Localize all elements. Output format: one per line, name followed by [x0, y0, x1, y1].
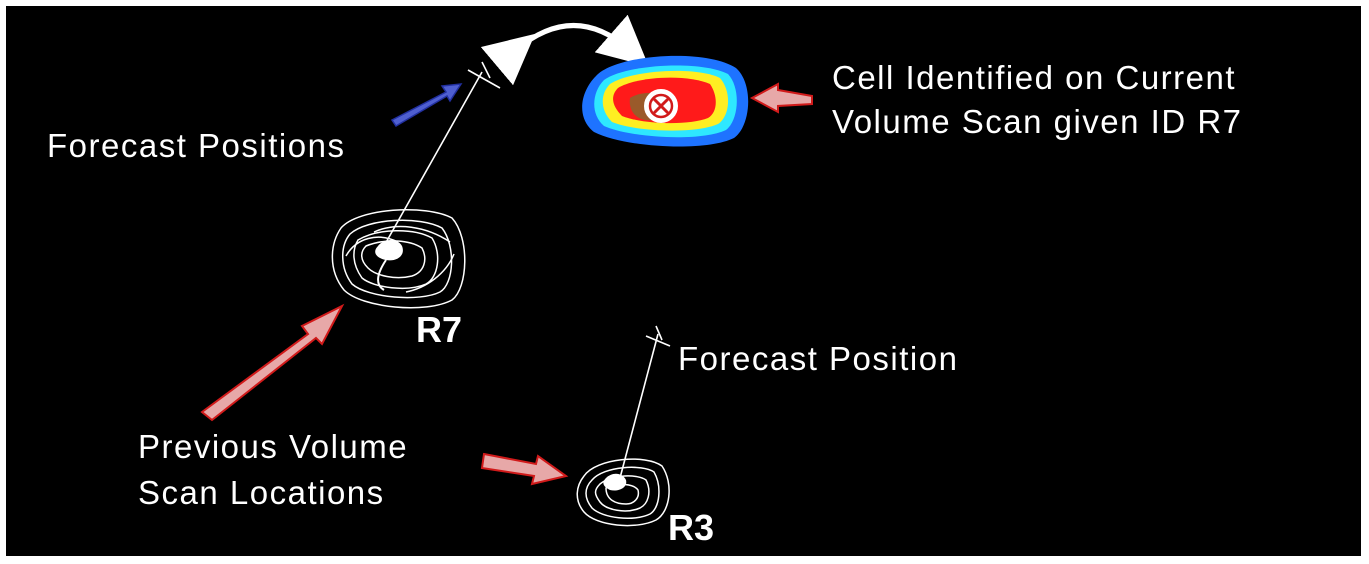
circled-x-icon [644, 89, 678, 123]
r3-previous-cell [576, 458, 670, 527]
r3-core [603, 473, 627, 491]
forecast-positions-label: Forecast Positions [47, 127, 346, 164]
forecast-direction-arrow [390, 83, 463, 128]
r7-previous-cell [331, 208, 466, 309]
forecast-position-label: Forecast Position [678, 340, 959, 377]
cell-identified-label-line1: Cell Identified on Current [832, 59, 1237, 96]
r7-forecast-tick-top [481, 61, 491, 79]
previous-volume-label-line1: Previous Volume [138, 428, 409, 465]
diagram-frame: Forecast Positions Cell Identified on Cu… [6, 6, 1361, 556]
current-cell-pointer-arrow [749, 82, 813, 114]
r3-forecast-tick [645, 335, 671, 347]
r3-cell-id: R3 [668, 507, 715, 548]
r7-forecast-tick [467, 69, 501, 89]
r3-forecast-tick-top [655, 325, 663, 341]
r7-core [375, 240, 403, 261]
cell-identified-label-line2: Volume Scan given ID R7 [832, 103, 1243, 140]
previous-to-r3-arrow [480, 452, 569, 486]
previous-volume-label-line2: Scan Locations [138, 474, 385, 511]
curved-double-arrow-icon [480, 14, 649, 86]
r7-cell-id: R7 [416, 309, 463, 350]
storm-cell-tracking-diagram [200, 14, 813, 527]
r7-core-swirl [377, 259, 387, 291]
r3-track-line [619, 333, 659, 479]
previous-to-r7-arrow [200, 303, 345, 422]
r7-track-line [383, 71, 483, 247]
